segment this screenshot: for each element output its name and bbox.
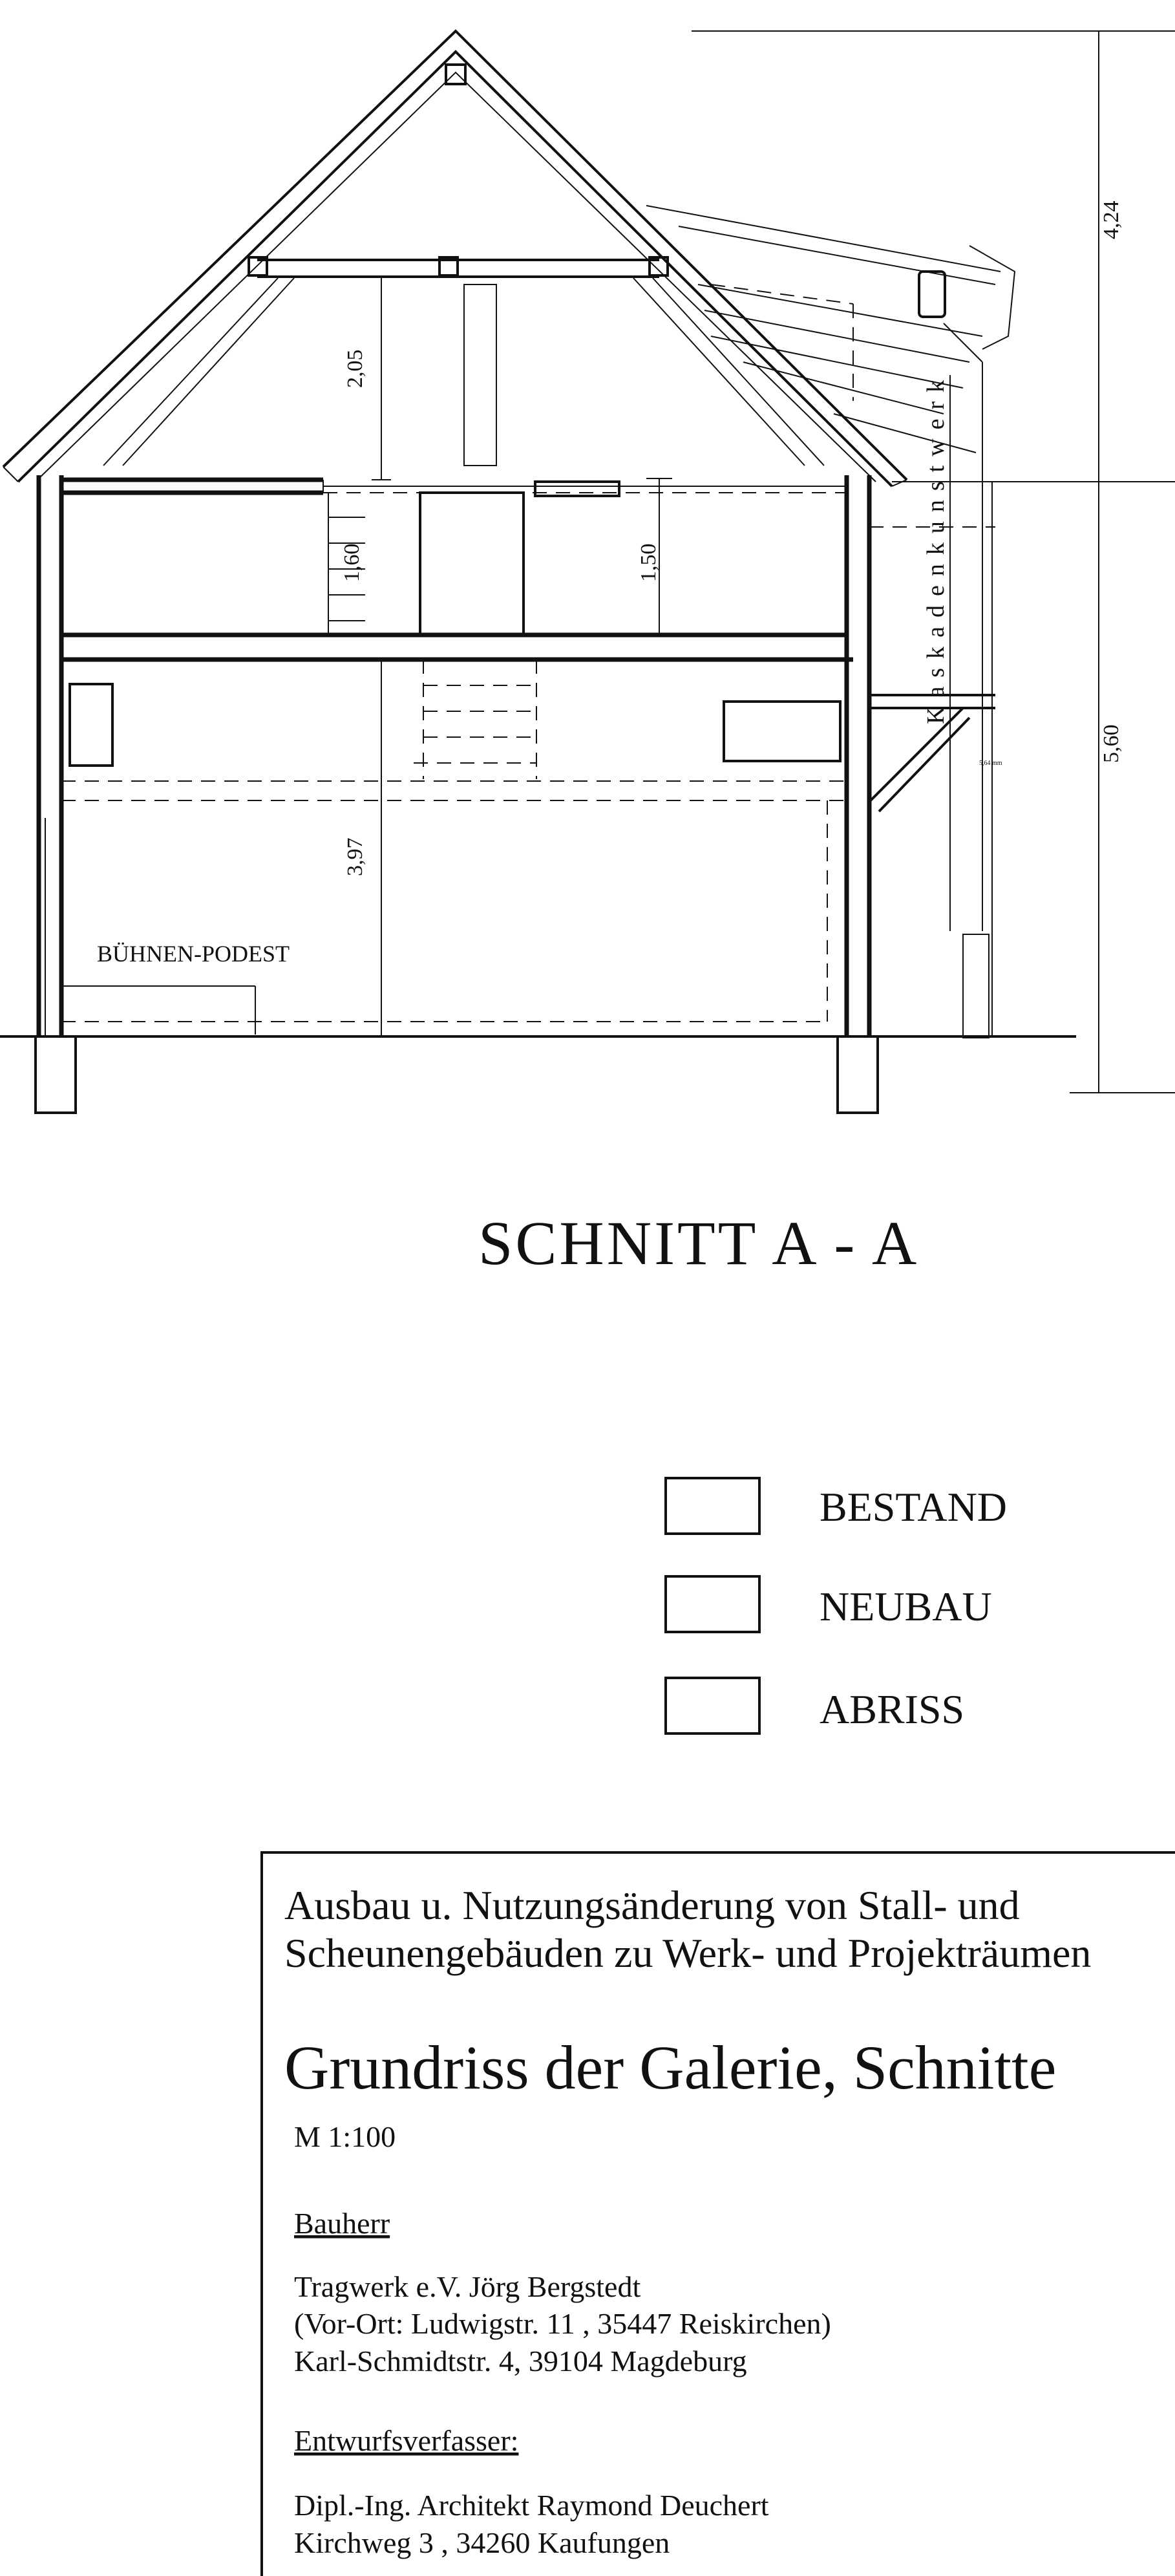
legend-swatch-abriss bbox=[664, 1677, 761, 1735]
building-section: 4,24 5,60 2,05 1,50 1,60 3,97 5,64 mm BÜ… bbox=[0, 29, 1175, 1114]
owner-heading: Bauherr bbox=[294, 2207, 390, 2240]
owner-line2: (Vor-Ort: Ludwigstr. 11 , 35447 Reiskirc… bbox=[294, 2307, 831, 2340]
left-wall bbox=[36, 475, 64, 1036]
dimension-2-05: 2,05 bbox=[343, 350, 367, 389]
dimension-4-24: 4,24 bbox=[1099, 201, 1123, 240]
dimension-5-60: 5,60 bbox=[1099, 725, 1123, 764]
dimension-1-50: 1,50 bbox=[637, 544, 661, 583]
legend-label-abriss: ABRISS bbox=[820, 1686, 964, 1732]
legend: BESTAND NEUBAU ABRISS bbox=[664, 1477, 1007, 1735]
gallery-floor bbox=[61, 477, 847, 495]
right-window bbox=[723, 700, 842, 762]
roof bbox=[2, 29, 908, 488]
gallery-door bbox=[419, 491, 525, 636]
ridge-beam bbox=[445, 63, 467, 85]
cascade-artwork bbox=[646, 205, 1016, 1038]
lower-stair bbox=[414, 660, 537, 779]
legend-label-neubau: NEUBAU bbox=[820, 1583, 992, 1629]
owner-line1: Tragwerk e.V. Jörg Bergstedt bbox=[294, 2270, 640, 2303]
legend-item-neubau: NEUBAU bbox=[664, 1575, 992, 1633]
ground-floor-new bbox=[61, 780, 847, 1035]
dimension-1-60: 1,60 bbox=[340, 544, 364, 583]
chimney-duct bbox=[463, 284, 497, 466]
drawing-title: Grundriss der Galerie, Schnitte bbox=[284, 2033, 1056, 2102]
owner-line3: Karl-Schmidtstr. 4, 39104 Magdeburg bbox=[294, 2345, 747, 2377]
dimension-3-97: 3,97 bbox=[343, 838, 367, 877]
architect-line1: Dipl.-Ing. Architekt Raymond Deuchert bbox=[294, 2489, 769, 2522]
left-foundation bbox=[34, 1035, 77, 1114]
stage-label: BÜHNEN-PODEST bbox=[97, 941, 290, 967]
project-description-line2: Scheunengebäuden zu Werk- und Projekträu… bbox=[284, 1930, 1091, 1976]
roof-struts bbox=[103, 277, 825, 466]
gallery-stair bbox=[328, 493, 365, 635]
left-window bbox=[69, 683, 114, 767]
dimension-chain bbox=[372, 30, 1175, 1093]
legend-swatch-bestand bbox=[664, 1477, 761, 1535]
architect-line2: Kirchweg 3 , 34260 Kaufungen bbox=[294, 2526, 670, 2559]
title-block-frame bbox=[260, 1851, 1175, 2576]
upper-floor-slab bbox=[61, 632, 853, 662]
gallery-lintel bbox=[534, 480, 620, 497]
drawing-scale: M 1:100 bbox=[294, 2120, 396, 2153]
architect-heading: Entwurfsverfasser: bbox=[294, 2424, 518, 2457]
right-foundation bbox=[836, 1035, 879, 1114]
title-block: Ausbau u. Nutzungsänderung von Stall- un… bbox=[260, 1851, 1175, 2576]
collar-tie bbox=[248, 256, 669, 278]
dimension-small: 5,64 mm bbox=[979, 760, 1002, 767]
legend-label-bestand: BESTAND bbox=[820, 1484, 1007, 1530]
cascade-label: Kaskadenkunstwerk bbox=[922, 371, 949, 724]
legend-swatch-neubau bbox=[664, 1575, 761, 1633]
section-title: SCHNITT A - A bbox=[478, 1208, 919, 1278]
project-description-line1: Ausbau u. Nutzungsänderung von Stall- un… bbox=[284, 1882, 1020, 1928]
legend-item-abriss: ABRISS bbox=[664, 1677, 964, 1735]
legend-item-bestand: BESTAND bbox=[664, 1477, 1007, 1535]
right-wall bbox=[844, 475, 872, 1036]
